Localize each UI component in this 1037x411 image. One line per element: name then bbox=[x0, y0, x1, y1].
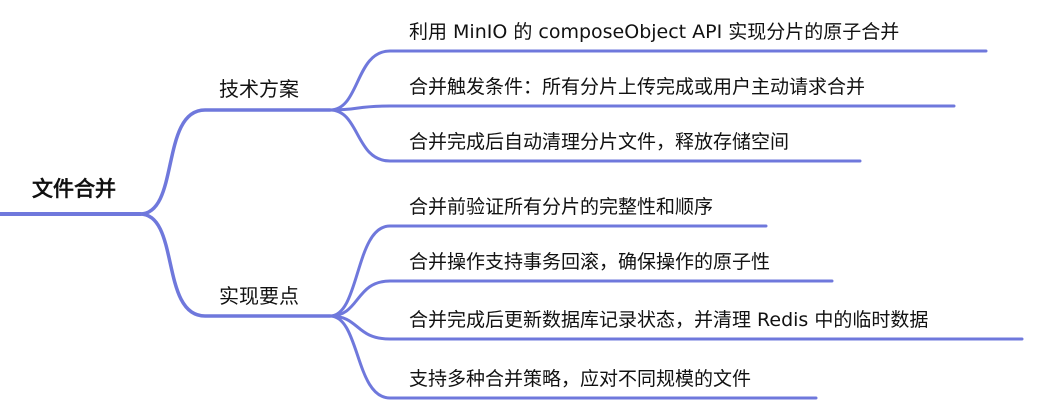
branch-label-tech-plan: 技术方案 bbox=[219, 77, 299, 101]
leaf-label: 合并前验证所有分片的完整性和顺序 bbox=[409, 196, 714, 218]
branch-to-leaf-connector bbox=[328, 49, 988, 112]
leaf-label: 支持多种合并策略，应对不同规模的文件 bbox=[409, 368, 752, 390]
leaf-label: 合并完成后自动清理分片文件，释放存储空间 bbox=[409, 131, 790, 153]
root-to-branch-connector bbox=[138, 212, 332, 318]
branch-to-leaf-connector bbox=[328, 224, 768, 318]
branch-to-leaf-connector bbox=[328, 279, 834, 318]
root-edges bbox=[0, 108, 332, 318]
branch-to-leaf-connector bbox=[328, 314, 1024, 341]
branch-to-leaf-connector bbox=[328, 108, 862, 163]
branch-to-leaf-connector bbox=[328, 104, 956, 112]
leaf-label: 合并触发条件：所有分片上传完成或用户主动请求合并 bbox=[409, 76, 866, 98]
branch-to-leaf-connector bbox=[328, 314, 818, 400]
branch-edges bbox=[328, 49, 1024, 400]
leaf-label: 利用 MinIO 的 composeObject API 实现分片的原子合并 bbox=[409, 21, 900, 43]
leaf-label: 合并操作支持事务回滚，确保操作的原子性 bbox=[409, 251, 771, 273]
leaf-label: 合并完成后更新数据库记录状态，并清理 Redis 中的临时数据 bbox=[409, 309, 929, 331]
root-to-branch-connector bbox=[138, 108, 332, 216]
branch-label-key-points: 实现要点 bbox=[219, 284, 299, 308]
root-node-label: 文件合并 bbox=[32, 177, 116, 201]
